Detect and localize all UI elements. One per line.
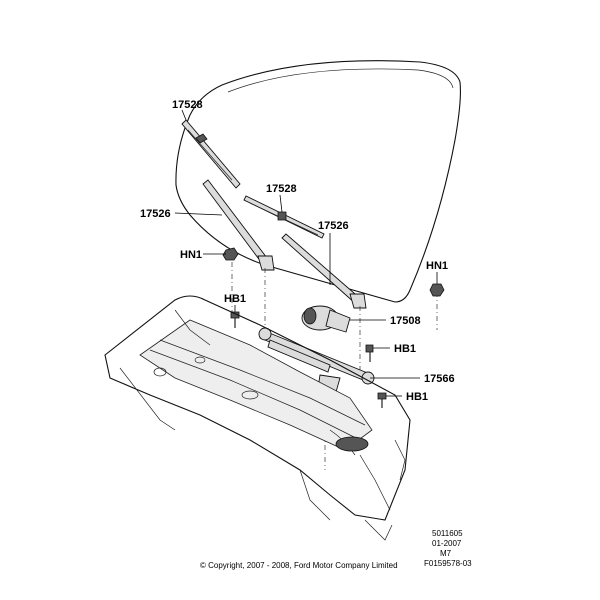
callout-17528-left: 17528	[172, 99, 203, 111]
doc-code: M7	[440, 549, 452, 558]
callout-17566: 17566	[424, 373, 455, 385]
bolt-hb1-middle	[365, 344, 374, 362]
nut-hn1-left	[222, 247, 239, 261]
wiper-arm-right	[281, 233, 367, 309]
callout-17526-left: 17526	[140, 208, 171, 220]
leader-17528-right	[279, 194, 283, 213]
leader-17526-left	[174, 212, 223, 216]
copyright-notice: © Copyright, 2007 - 2008, Ford Motor Com…	[200, 561, 398, 570]
wiper-blade-left	[181, 119, 241, 189]
callout-17508: 17508	[390, 315, 421, 327]
windshield-outline	[175, 60, 461, 303]
callout-hb1-upper: HB1	[224, 293, 246, 305]
figure-id: F0159578-03	[424, 559, 472, 568]
callout-hb1-lower: HB1	[406, 391, 428, 403]
callout-hn1-right: HN1	[426, 260, 448, 272]
doc-number: 5011605	[432, 529, 463, 538]
nut-hn1-right	[429, 283, 445, 297]
wiper-blade-right	[243, 195, 325, 239]
bolt-hb1-lower	[377, 392, 387, 408]
leader-17528-left	[181, 109, 187, 121]
doc-date: 01-2007	[432, 539, 462, 548]
wiper-motor	[301, 305, 351, 333]
callout-hn1-left: HN1	[180, 249, 202, 261]
windshield-inner-edge	[227, 68, 454, 93]
callout-hb1-middle: HB1	[394, 343, 416, 355]
callout-17526-right: 17526	[318, 220, 349, 232]
wiper-arm-left	[202, 179, 275, 271]
callout-17528-right: 17528	[266, 183, 297, 195]
bolt-hb1-upper	[230, 311, 240, 328]
cowl-panel-structure	[104, 295, 411, 541]
